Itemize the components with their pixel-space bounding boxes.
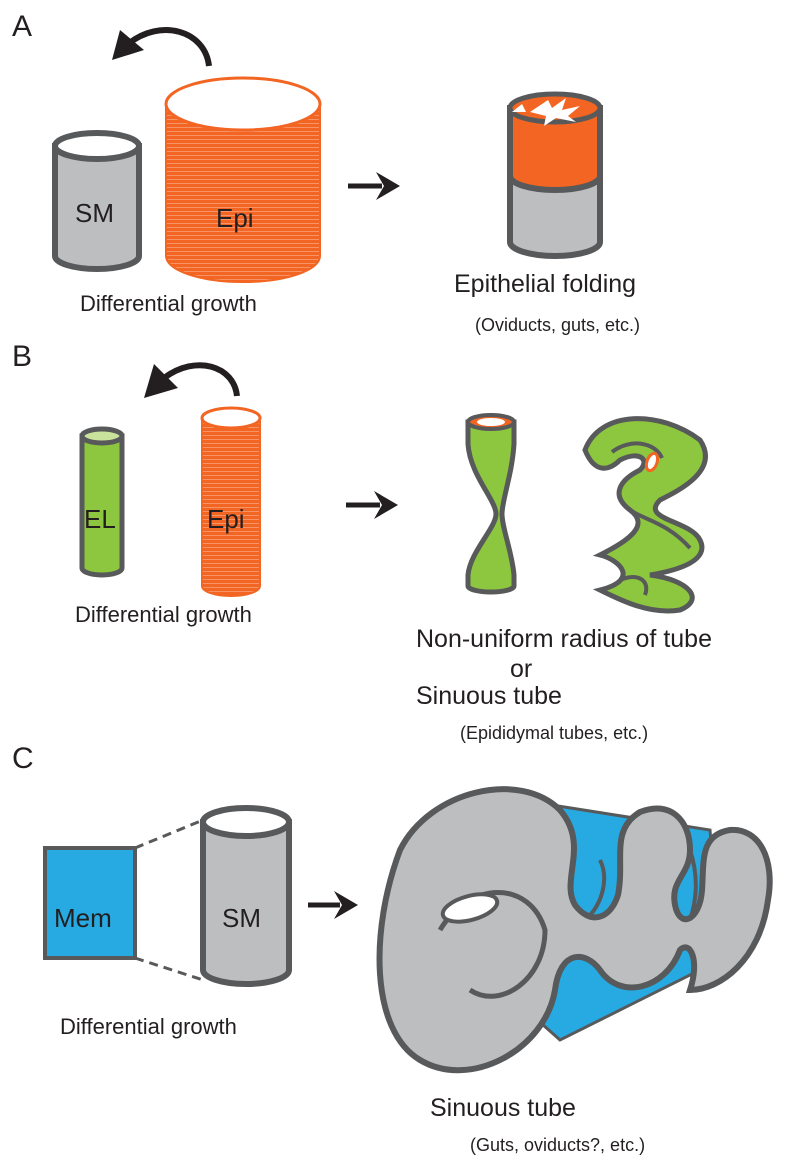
panel-c-result-examples: (Guts, oviducts?, etc.) <box>470 1135 646 1155</box>
arrow-c <box>308 891 358 919</box>
panel-c-letter: C <box>12 742 34 775</box>
panel-c-caption: Differential growth <box>60 1014 237 1039</box>
epi-label-b: Epi <box>207 504 245 534</box>
panel-a-letter: A <box>12 10 33 43</box>
dashed-guide-bottom <box>134 956 204 982</box>
panel-b <box>79 362 708 614</box>
panel-a-caption: Differential growth <box>80 291 257 316</box>
panel-a-result-title: Epithelial folding <box>454 270 637 298</box>
panel-b-result-examples: (Epididymal tubes, etc.) <box>460 723 649 743</box>
panel-b-result-line3: Sinuous tube <box>416 682 562 710</box>
el-cylinder <box>79 426 125 578</box>
sm-cylinder-c <box>200 805 292 987</box>
curved-arrow-icon <box>126 27 212 67</box>
sinuous-gray-tube <box>376 786 773 1074</box>
panel-c-result-title: Sinuous tube <box>430 1094 576 1122</box>
sm-label: SM <box>75 198 114 228</box>
epi-label: Epi <box>216 203 254 233</box>
panel-a-result-examples: (Oviducts, guts, etc.) <box>475 315 641 335</box>
sm-cylinder <box>52 130 142 272</box>
arrow-a <box>348 172 400 200</box>
curved-arrow-icon <box>162 362 240 397</box>
panel-b-result-line2: or <box>510 655 533 683</box>
el-label: EL <box>84 504 116 534</box>
panel-b-letter: B <box>12 340 33 373</box>
panel-b-caption: Differential growth <box>75 602 252 627</box>
constricted-tube <box>465 413 517 595</box>
curved-arrow-head-icon <box>144 364 178 398</box>
arrow-b <box>346 491 398 519</box>
epi-tall-cylinder <box>200 406 262 597</box>
folded-cylinder <box>507 91 603 259</box>
dashed-guide-top <box>134 818 204 850</box>
mem-sheet <box>43 846 137 960</box>
mem-label: Mem <box>54 903 112 933</box>
epi-cylinder <box>164 76 322 283</box>
panel-a <box>52 27 603 283</box>
curved-arrow-head-icon <box>112 30 144 60</box>
sinuous-green-tube <box>582 416 708 614</box>
panel-b-result-line1: Non-uniform radius of tube <box>416 625 712 653</box>
sm-label-c: SM <box>222 903 261 933</box>
panel-c <box>43 786 773 1074</box>
